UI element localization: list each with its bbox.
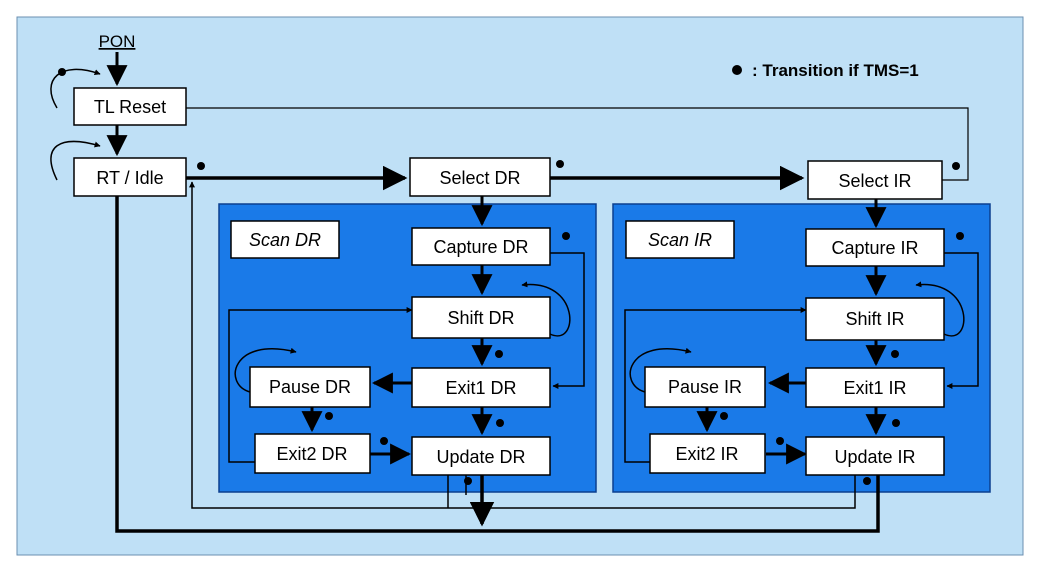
state-capture-ir: Capture IR	[805, 228, 945, 267]
state-update-dr: Update DR	[411, 436, 551, 476]
state-exit1-ir: Exit1 IR	[805, 367, 945, 408]
state-tl-reset: TL Reset	[73, 87, 187, 126]
legend-dot-icon	[732, 65, 742, 75]
tms-dot-icon	[776, 437, 784, 445]
state-label: Select IR	[838, 171, 911, 191]
pon-label: PON	[99, 32, 136, 51]
tms-dot-icon	[58, 68, 66, 76]
state-label: Shift IR	[845, 309, 904, 329]
state-exit1-dr: Exit1 DR	[411, 367, 551, 408]
state-label: Exit1 DR	[445, 378, 516, 398]
tms-dot-icon	[562, 232, 570, 240]
tms-dot-icon	[197, 162, 205, 170]
tms-dot-icon	[952, 162, 960, 170]
state-label: TL Reset	[94, 97, 166, 117]
tms-dot-icon	[891, 350, 899, 358]
tms-dot-icon	[495, 350, 503, 358]
state-shift-dr: Shift DR	[411, 296, 551, 339]
tms-dot-icon	[380, 437, 388, 445]
state-exit2-ir: Exit2 IR	[649, 433, 766, 474]
tms-dot-icon	[556, 160, 564, 168]
state-label: Exit1 IR	[843, 378, 906, 398]
state-pause-dr: Pause DR	[249, 366, 371, 408]
state-label: Capture IR	[831, 238, 918, 258]
state-label: Pause DR	[269, 377, 351, 397]
state-label: Exit2 DR	[276, 444, 347, 464]
state-exit2-dr: Exit2 DR	[254, 433, 371, 474]
state-select-dr: Select DR	[409, 157, 551, 197]
tms-dot-icon	[863, 477, 871, 485]
state-shift-ir: Shift IR	[805, 297, 945, 341]
legend-text: : Transition if TMS=1	[752, 61, 919, 80]
tms-dot-icon	[464, 477, 472, 485]
transition-lines	[50, 52, 979, 533]
state-label: Select DR	[439, 168, 520, 188]
state-label: Pause IR	[668, 377, 742, 397]
state-label: Exit2 IR	[675, 444, 738, 464]
tms-dot-icon	[720, 412, 728, 420]
scan-ir-label: Scan IR	[648, 230, 712, 250]
state-label: Capture DR	[433, 237, 528, 257]
tms-dot-icon	[496, 419, 504, 427]
state-label: Update IR	[834, 447, 915, 467]
state-label: Shift DR	[447, 308, 514, 328]
state-select-ir: Select IR	[807, 160, 943, 200]
state-update-ir: Update IR	[805, 436, 945, 476]
state-label: Update DR	[436, 447, 525, 467]
state-rt-idle: RT / Idle	[73, 157, 187, 197]
tms-dot-icon	[956, 232, 964, 240]
scan-dr-label-box: Scan DR	[230, 220, 340, 259]
state-label: RT / Idle	[96, 168, 163, 188]
scan-ir-label-box: Scan IR	[625, 220, 735, 259]
state-capture-dr: Capture DR	[411, 227, 551, 266]
tms-dot-icon	[325, 412, 333, 420]
state-pause-ir: Pause IR	[644, 366, 766, 408]
tms-dots	[58, 68, 964, 485]
scan-dr-label: Scan DR	[249, 230, 321, 250]
tms-dot-icon	[892, 419, 900, 427]
